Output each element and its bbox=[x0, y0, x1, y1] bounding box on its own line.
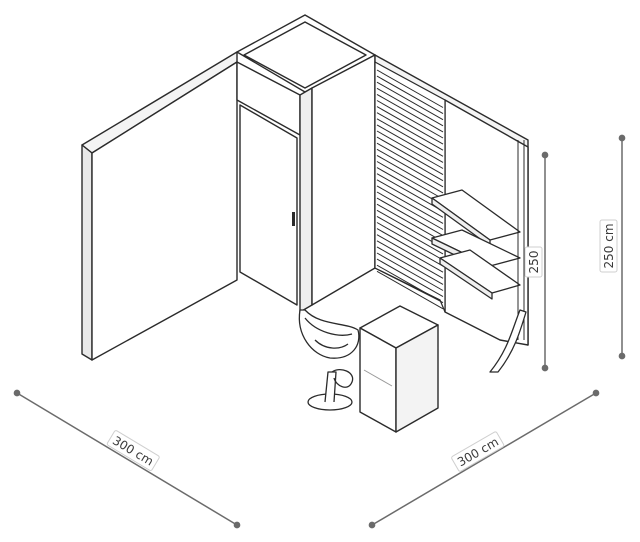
slat-line bbox=[376, 75, 444, 115]
slat-line bbox=[376, 161, 444, 200]
slat-line bbox=[376, 252, 444, 291]
slat-line bbox=[376, 130, 444, 169]
slat-line bbox=[376, 240, 444, 279]
slat-line bbox=[376, 93, 444, 133]
slat-line bbox=[376, 185, 444, 224]
slat-line bbox=[376, 246, 444, 285]
slat-line bbox=[376, 118, 444, 157]
storage-room bbox=[236, 14, 376, 313]
slat-line bbox=[376, 264, 444, 304]
slat-line bbox=[376, 142, 444, 182]
chair bbox=[298, 309, 360, 411]
counter bbox=[359, 305, 439, 433]
slat-line bbox=[376, 173, 444, 212]
slat-lines bbox=[376, 69, 444, 310]
slat-line bbox=[376, 234, 444, 273]
slat-line bbox=[376, 69, 444, 108]
slat-line bbox=[376, 203, 444, 243]
slat-line bbox=[376, 136, 444, 176]
slat-line bbox=[376, 179, 444, 218]
label-height-outer: 250 cm bbox=[602, 223, 616, 268]
dimension-line-right bbox=[371, 392, 597, 526]
slat-line bbox=[376, 228, 444, 267]
slat-line bbox=[376, 100, 444, 139]
slatwall-panel bbox=[374, 60, 446, 313]
slat-line bbox=[376, 154, 444, 194]
shelves bbox=[431, 140, 527, 373]
slat-line bbox=[376, 106, 444, 145]
label-height-inner: 250 bbox=[527, 251, 541, 274]
slat-line bbox=[376, 81, 444, 121]
slat-line bbox=[376, 148, 444, 188]
slat-line bbox=[376, 197, 444, 237]
slat-line bbox=[376, 112, 444, 151]
dimension-lines bbox=[13, 134, 626, 529]
slat-line bbox=[376, 191, 444, 230]
slat-line bbox=[376, 222, 444, 261]
slat-line bbox=[376, 258, 444, 298]
left-wall bbox=[81, 51, 238, 361]
slat-line bbox=[376, 270, 444, 310]
slat-line bbox=[376, 215, 444, 255]
slat-line bbox=[376, 87, 444, 127]
slat-line bbox=[376, 124, 444, 163]
dimension-line-left bbox=[16, 392, 238, 526]
